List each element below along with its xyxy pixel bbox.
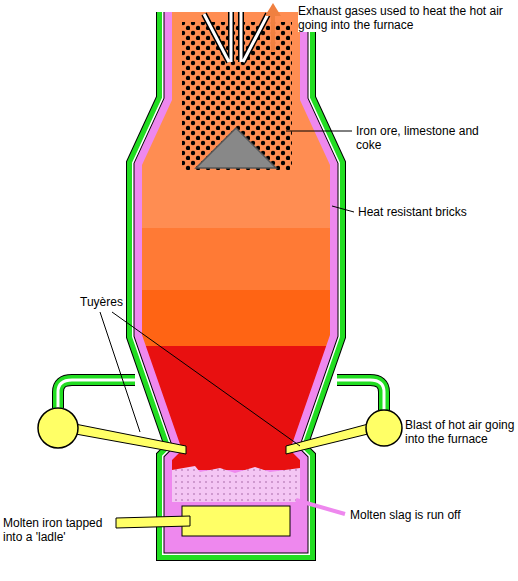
blast-main [38,408,78,448]
molten-iron [182,506,290,536]
charge-label: Iron ore, limestone and coke [356,124,506,152]
charging-hopper [204,12,268,62]
blast-label: Blast of hot air going into the furnace [405,418,515,446]
slag-label: Molten slag is run off [350,508,461,522]
distribution-cone [196,128,276,168]
leader-line [100,131,354,446]
iron-tap [116,516,190,528]
tuyere [70,423,372,454]
molten-slag [172,466,300,502]
hot-air-pipe [58,380,384,410]
exhaust-label: Exhaust gases used to heat the hot air g… [298,4,513,32]
slag-runoff [296,500,345,514]
blast-main [366,410,402,446]
charge-dots [182,22,292,170]
exhaust-arrow [265,3,281,52]
iron-tap-label: Molten iron tapped into a 'ladle' [3,516,115,544]
brick-label: Heat resistant bricks [358,205,467,219]
furnace-interior [100,0,380,550]
tuyere-label: Tuyères [80,295,123,309]
